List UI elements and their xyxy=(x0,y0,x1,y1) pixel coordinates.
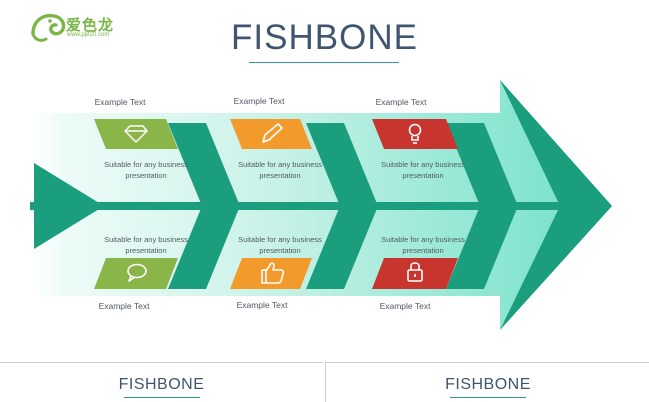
slide-thumbnail-1[interactable]: FISHBONE xyxy=(0,362,323,402)
fishbone-diagram xyxy=(20,80,612,330)
fishbone-tail xyxy=(34,163,104,249)
page-title: FISHBONE xyxy=(231,18,418,57)
category-tag-bottom xyxy=(230,258,312,289)
bottom-item-description: Suitable for any business presentation xyxy=(104,235,188,255)
tag-shape xyxy=(94,258,178,289)
thumbs-up-icon xyxy=(261,262,285,284)
lightbulb-icon xyxy=(408,123,422,144)
top-item-description: Suitable for any business presentation xyxy=(238,160,322,180)
thumbnail-title: FISHBONE xyxy=(445,376,531,393)
category-tag-top xyxy=(372,119,458,149)
tag-shape xyxy=(94,119,178,149)
top-item-description: Suitable for any business presentation xyxy=(381,160,465,180)
thumbnail-title: FISHBONE xyxy=(118,376,205,393)
tag-shape xyxy=(230,258,312,289)
category-tag-top xyxy=(94,119,178,149)
category-tag-bottom xyxy=(372,258,458,289)
logo-name: 爱色龙 xyxy=(66,16,115,34)
chat-bubble-icon xyxy=(127,263,147,282)
fishbone-head xyxy=(500,80,612,330)
tag-shape xyxy=(372,119,458,149)
slide-thumbnail-2[interactable]: FISHBONE xyxy=(325,362,649,402)
top-item-label: Example Text xyxy=(94,97,146,107)
bottom-item-description: Suitable for any business presentation xyxy=(381,235,465,255)
bottom-item-label: Example Text xyxy=(379,301,431,311)
logo-url: www.ppt20.com xyxy=(67,32,110,38)
brand-logo: 爱色龙 www.ppt20.com xyxy=(30,12,125,44)
category-tag-top xyxy=(230,119,312,149)
padlock-icon xyxy=(407,262,423,282)
tag-shape xyxy=(372,258,458,289)
top-item-description: Suitable for any business presentation xyxy=(104,160,188,180)
pencil-icon xyxy=(262,123,283,143)
thumbnail-title-underline xyxy=(124,397,200,398)
bottom-item-label: Example Text xyxy=(98,301,150,311)
diamond-icon xyxy=(124,125,148,143)
slide: 爱色龙 www.ppt20.com FISHBONE xyxy=(20,12,612,330)
bottom-item-description: Suitable for any business presentation xyxy=(238,235,322,255)
thumbnail-title-underline xyxy=(450,397,526,398)
top-item-label: Example Text xyxy=(233,96,285,106)
tag-shape xyxy=(230,119,312,149)
title-underline xyxy=(249,62,399,63)
chameleon-icon xyxy=(31,13,66,42)
category-tag-bottom xyxy=(94,258,178,289)
top-item-label: Example Text xyxy=(375,97,427,107)
bottom-item-label: Example Text xyxy=(236,300,288,310)
